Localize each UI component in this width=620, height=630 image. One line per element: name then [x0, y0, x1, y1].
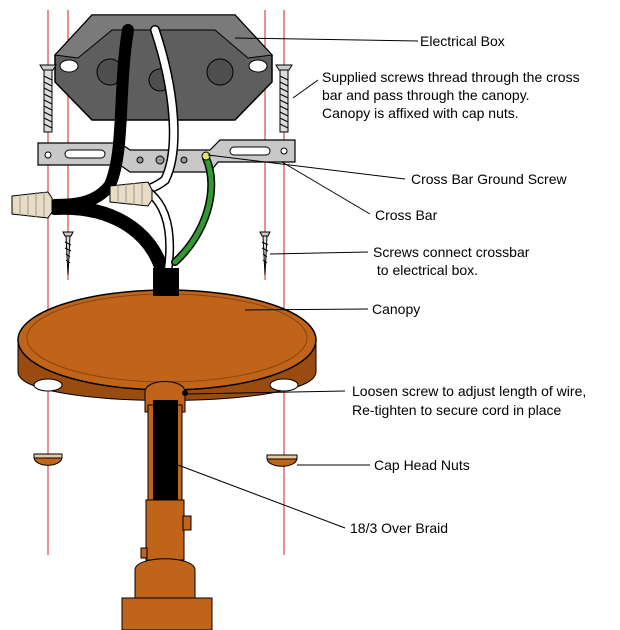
label-cross-bar: Cross Bar: [375, 207, 438, 223]
label-loosen-line1: Loosen screw to adjust length of wire,: [352, 383, 586, 399]
label-canopy: Canopy: [372, 301, 420, 317]
label-cap-nuts: Cap Head Nuts: [374, 457, 470, 473]
label-loosen-line2: Re-tighten to secure cord in place: [352, 402, 562, 418]
short-screw-right: [259, 231, 271, 276]
leader-lines: [177, 37, 419, 529]
label-electrical-box: Electrical Box: [420, 33, 505, 49]
wire-nut-right: [109, 181, 153, 207]
label-ground-screw: Cross Bar Ground Screw: [411, 171, 567, 187]
cord-top: [153, 268, 179, 296]
cap-nut-left: [33, 453, 63, 466]
label-screws-line1: Supplied screws thread through the cross: [322, 69, 580, 85]
label-braid: 18/3 Over Braid: [350, 520, 448, 536]
label-screws-line2: bar and pass through the canopy.: [322, 87, 530, 103]
long-screw-left: [39, 64, 57, 133]
socket-assembly: [121, 381, 213, 630]
wire-nut-left: [11, 191, 53, 219]
short-screw-left: [62, 231, 74, 276]
ground-screw: [201, 151, 211, 161]
label-screws-line3: Canopy is affixed with cap nuts.: [322, 105, 519, 121]
label-connect-line2: to electrical box.: [373, 262, 478, 278]
cap-nut-right: [266, 454, 298, 467]
label-connect-line1: Screws connect crossbar: [373, 244, 530, 260]
long-screw-right: [275, 64, 293, 133]
